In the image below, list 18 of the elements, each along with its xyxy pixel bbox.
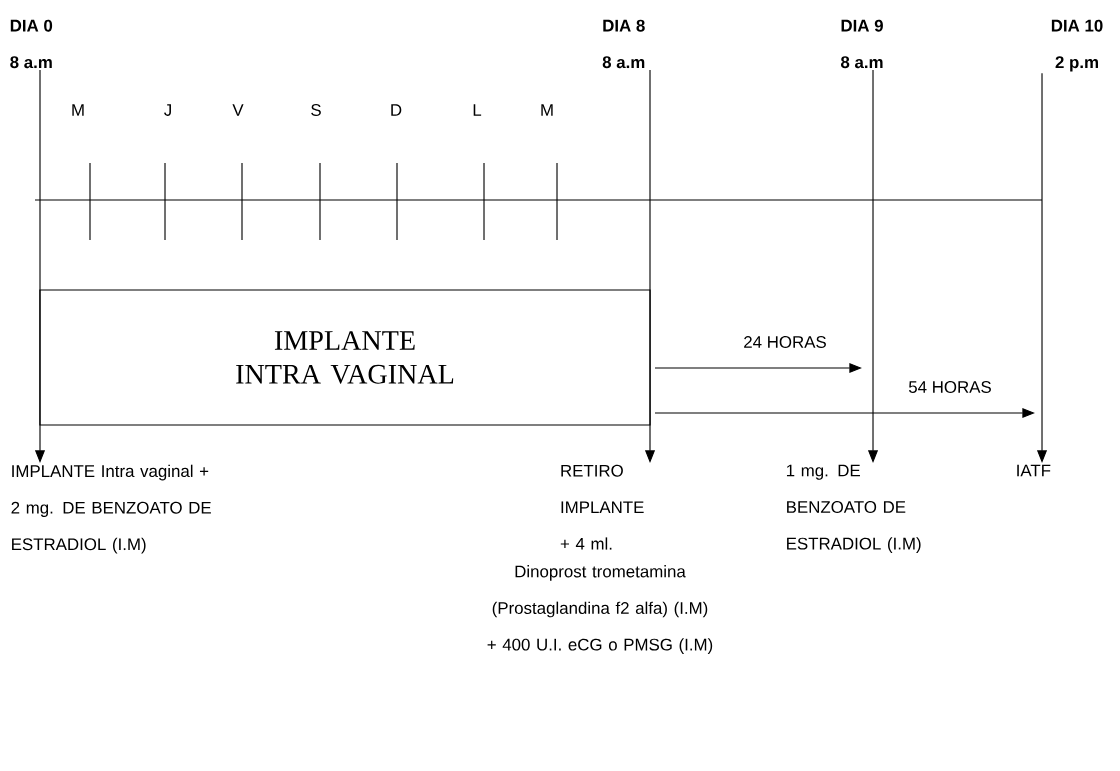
weekday-letter: M (541, 104, 553, 116)
weekday-letter: V (232, 104, 244, 116)
treatment-note: 1 mg. DE BENZOATO DE ESTRADIOL (I.M) (786, 464, 921, 553)
duration-label: 24 HORAS (744, 336, 826, 348)
duration-label: 54 HORAS (908, 381, 991, 393)
treatment-note: IATF (1017, 464, 1051, 477)
day-header: DIA 9 8 a.m (840, 19, 883, 69)
weekday-letter: S (311, 104, 321, 116)
treatment-note: RETIRO IMPLANTE + 4 ml. Dinoprost trometamina (Prostaglandina f2 alfa) (I.M) + 400 U.I. eCG o PMSG (I.M) (487, 464, 713, 654)
treatment-note: IMPLANTE Intra vaginal + 2 mg. DE BENZOATO DE ESTRADIOL (I.M) (11, 464, 211, 554)
weekday-letter: L (473, 104, 482, 116)
weekday-letter: J (164, 104, 171, 116)
implant-box: IMPLANTE INTRA VAGINAL (39, 289, 651, 426)
day-header: DIA 0 8 a.m (10, 19, 53, 69)
day-header: DIA 10 2 p.m (1051, 19, 1103, 72)
weekday-letter: D (391, 104, 402, 116)
day-header: DIA 8 8 a.m (602, 19, 645, 69)
weekday-letter: M (72, 104, 84, 116)
